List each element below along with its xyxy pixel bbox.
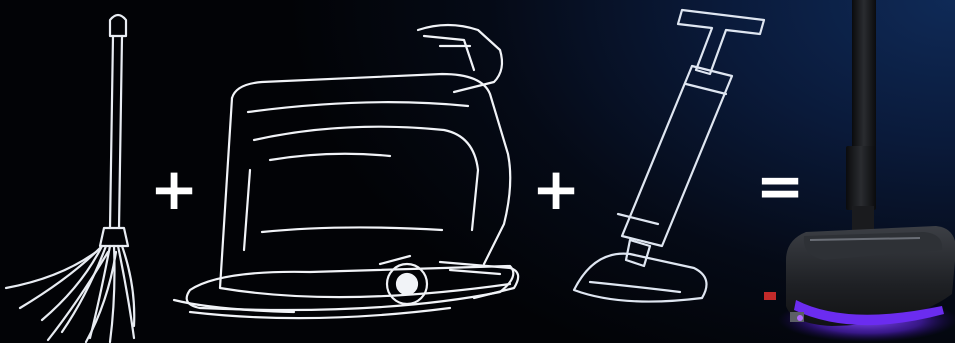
mop-icon xyxy=(6,15,134,342)
plus-operator: + xyxy=(528,160,584,218)
floor-scrubber-icon xyxy=(174,25,518,318)
plus-operator: + xyxy=(146,160,202,218)
floor-polisher-icon xyxy=(574,10,764,302)
equals-operator: = xyxy=(752,157,808,215)
